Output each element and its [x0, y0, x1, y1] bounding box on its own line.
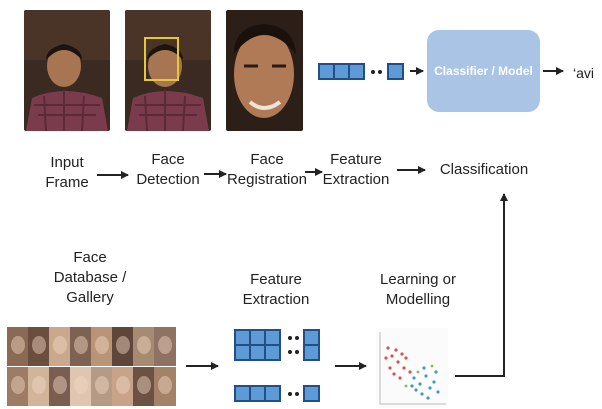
detection-bounding-box — [144, 37, 179, 81]
output-label: ‘avi — [573, 65, 595, 81]
input-frame-image — [24, 10, 110, 131]
learning-scatter-plot — [376, 328, 448, 408]
face-detection-image — [125, 10, 211, 131]
classifier-label: Classifier / Model — [434, 64, 533, 78]
step-classification: Classification — [439, 161, 529, 178]
face-gallery-mosaic — [7, 327, 177, 407]
face-registration-image — [226, 10, 303, 131]
classifier-model-box: Classifier / Model — [427, 30, 540, 112]
